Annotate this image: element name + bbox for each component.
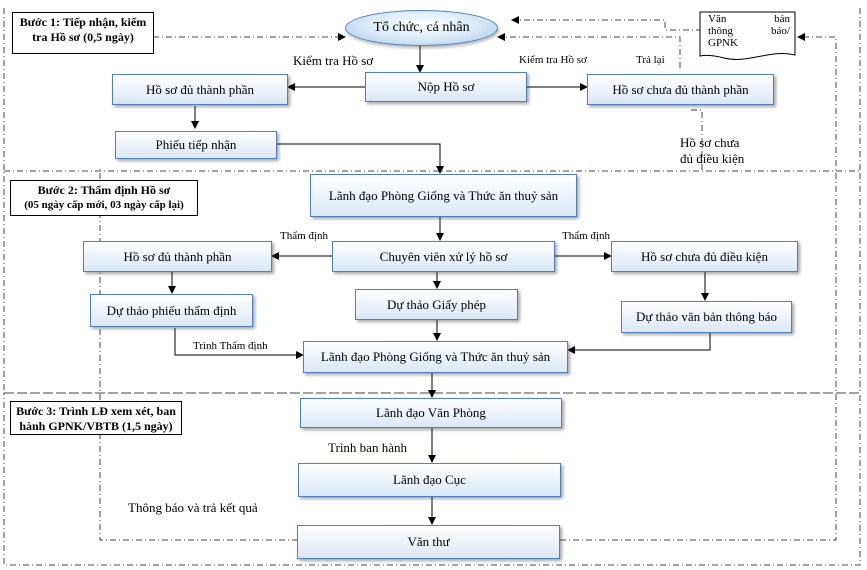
arrow-phieu-to-lanhdao2 [174, 328, 304, 359]
arrow-phieu-to-lanhdao [277, 143, 444, 174]
label-ho-so-chua-du-dk-2: đủ điều kiện [680, 151, 745, 166]
step2-label: Bước 2: Thẩm định Hồ sơ (05 ngày cấp mới… [10, 180, 198, 216]
document-shape [699, 11, 796, 60]
node-lanh-dao-van-phong: Lãnh đạo Văn Phòng [300, 398, 562, 428]
section-step2-frame [3, 170, 861, 394]
loop-van-thu-doc [560, 33, 837, 541]
node-du-thao-giay-phep: Dự thảo Giấy phép [355, 289, 518, 320]
node-ho-so-chua-du-thanh-phan: Hồ sơ chưa đủ thành phần [587, 74, 774, 105]
document-text-ban: bản [774, 13, 790, 25]
loop-hs-chua-du-dk [690, 109, 703, 170]
node-phieu-tiep-nhan: Phiếu tiếp nhận [115, 131, 277, 159]
label-thong-bao-tra-ket-qua: Thông báo và trả kết quả [128, 500, 258, 515]
node-ho-so-du-thanh-phan-1: Hồ sơ đủ thành phần [112, 74, 288, 105]
node-chuyen-vien-xu-ly: Chuyên viên xử lý hồ sơ [332, 241, 555, 272]
label-kiem-tra-right: Kiểm tra Hồ sơ [519, 54, 587, 66]
document-text-bao: báo/ [771, 25, 790, 37]
node-lanh-dao-phong-2: Lãnh đạo Phòng Giống và Thức ăn thuỷ sản [303, 341, 568, 373]
node-du-thao-phieu-tham-dinh: Dự thảo phiếu thẩm định [90, 294, 253, 327]
document-text: Văn bản thông báo/ GPNK [708, 13, 790, 49]
node-lanh-dao-phong-1: Lãnh đạo Phòng Giống và Thức ăn thuỷ sản [310, 174, 577, 217]
document-text-van: Văn [708, 13, 727, 25]
label-ho-so-chua-du-dk-1: Hồ sơ chưa [680, 135, 740, 150]
loop-tra-lai [497, 33, 681, 68]
document-text-thong: thông [708, 25, 734, 37]
section-step3-frame [3, 392, 861, 566]
section-frames [3, 170, 861, 566]
step2-title: Bước 2: Thẩm định Hồ sơ [37, 183, 171, 197]
loop-doc-to-org [511, 16, 702, 31]
arrow-vanban-to-lanhdao2 [567, 333, 711, 354]
step2-subtitle: (05 ngày cấp mới, 03 ngày cấp lại) [24, 199, 184, 211]
node-ho-so-chua-du-dieu-kien: Hồ sơ chưa đủ điều kiện [611, 241, 798, 272]
label-tra-lai: Trả lại [636, 54, 665, 66]
node-nop-ho-so: Nộp Hồ sơ [365, 72, 527, 102]
label-tham-dinh-left: Thẩm định [280, 230, 328, 242]
document-text-gpnk: GPNK [708, 37, 738, 49]
step1-label: Bước 1: Tiếp nhận, kiểm tra Hồ sơ (0,5 n… [12, 12, 154, 54]
node-ho-so-du-thanh-phan-2: Hồ sơ đủ thành phần [83, 241, 272, 272]
label-kiem-tra-left: Kiểm tra Hồ sơ [293, 53, 374, 68]
node-du-thao-van-ban-thong-bao: Dự thảo văn bản thông báo [621, 301, 792, 333]
loop-notify-left [99, 168, 298, 541]
label-trinh-tham-dinh: Trình Thẩm định [193, 340, 268, 352]
label-trinh-ban-hanh: Trình ban hành [328, 440, 407, 455]
node-to-chuc-ca-nhan: Tổ chức, cá nhân [345, 10, 498, 46]
label-tham-dinh-right: Thẩm định [562, 230, 610, 242]
step1-frame-lines [3, 8, 861, 171]
node-lanh-dao-cuc: Lãnh đạo Cục [298, 463, 561, 497]
step3-label: Bước 3: Trình LĐ xem xét, ban hành GPNK/… [10, 401, 182, 435]
node-van-thu: Văn thư [297, 525, 560, 559]
